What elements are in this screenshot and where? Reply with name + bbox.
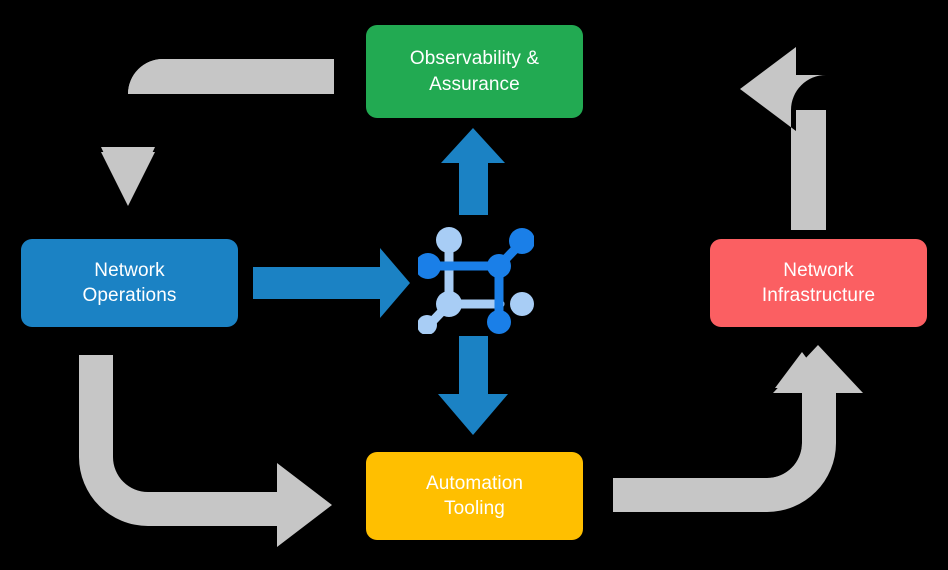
node-network-infrastructure[interactable]: Network Infrastructure (710, 239, 927, 327)
arrow-operations-to-automation (79, 355, 332, 547)
arrow-center-to-observability (441, 128, 505, 215)
arrow-observability-to-operations (101, 59, 334, 206)
topology-primary-nodes (418, 228, 534, 334)
arrow-center-to-automation (438, 336, 508, 435)
arrow-operations-to-center (253, 248, 410, 318)
node-observability-assurance[interactable]: Observability & Assurance (366, 25, 583, 118)
topology-secondary-nodes (418, 227, 534, 334)
topology-secondary-edges (423, 235, 505, 331)
arrow-infrastructure-to-observability (740, 47, 826, 230)
network-topology-icon (418, 227, 534, 334)
node-automation-tooling[interactable]: Automation Tooling (366, 452, 583, 540)
node-network-operations[interactable]: Network Operations (21, 239, 238, 327)
arrow-automation-to-infrastructure (613, 345, 863, 512)
